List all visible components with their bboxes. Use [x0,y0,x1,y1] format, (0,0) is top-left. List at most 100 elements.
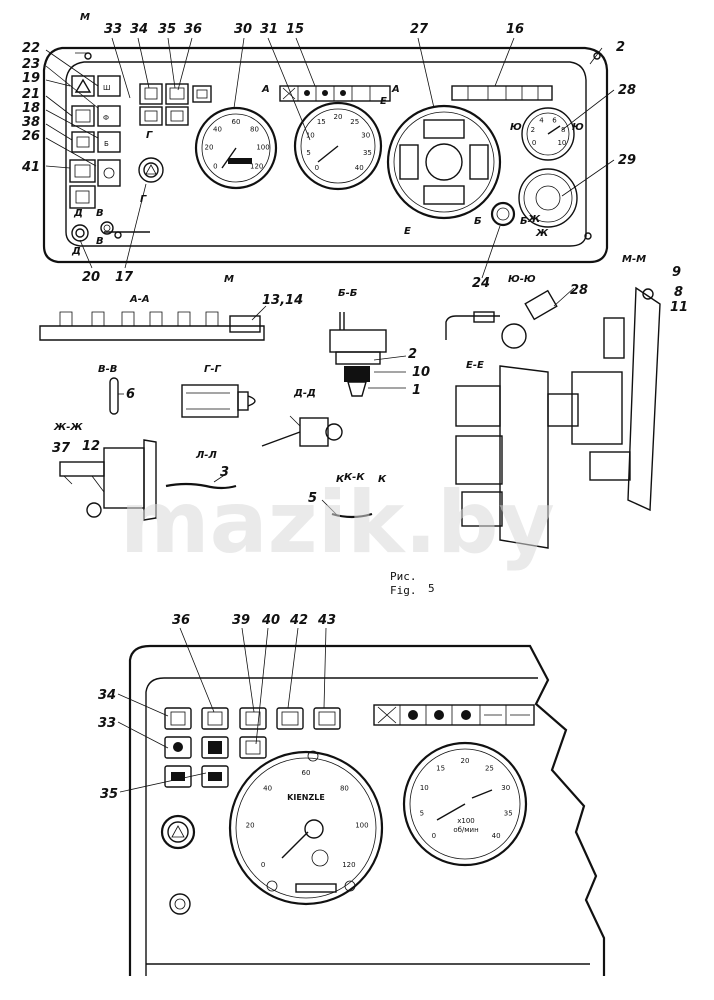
upper-leader-lines [45,37,615,279]
lower-lamp-strip [373,704,535,726]
upper-tachometer-tick-label: 25 [350,118,359,126]
section-letter: А [391,84,400,95]
callout-label: 24 [472,276,490,291]
callout-label: 10 [412,365,430,380]
callout-label: 23 [22,57,40,72]
upper-speedometer [194,106,278,190]
section-title: Ю-Ю [508,274,536,285]
tachometer-tick-label: 30 [501,784,510,792]
upper-tachometer-tick-label: 0 [315,164,319,172]
upper-tachometer-tick-label: 15 [317,118,326,126]
speedometer-tick-label: 100 [355,822,368,830]
section-zh-zh-lamp [59,439,157,521]
section-title: В-В [98,364,117,375]
section-l-l-strap [165,473,237,490]
figure-caption-en: Fig. [390,584,417,597]
small-gauge-tick-label: 0 [532,139,536,147]
section-v-v-clip [109,377,124,415]
callout-label: 13,14 [262,293,303,308]
section-letter: Д [71,246,81,257]
svg-text:Б: Б [104,140,109,148]
callout-label: 40 [261,613,280,628]
section-letter: Г [146,130,153,141]
svg-text:Ш: Ш [103,84,111,92]
speedometer-tick-label: 20 [246,822,255,830]
section-title: Д-Д [293,388,316,399]
callout-label: 36 [172,613,190,628]
section-letter: Ю [572,122,584,133]
upper-button-group [139,83,212,126]
small-gauge-tick-label: 4 [539,116,544,124]
section-title: М-М [622,254,646,265]
callout-label: 12 [82,439,100,454]
warning-lamp-strip-right [451,85,553,101]
lower-button-grid [164,707,341,788]
callout-label: 34 [98,688,116,703]
speedometer-brand: KIENZLE [287,793,325,802]
callout-label: 43 [317,613,336,628]
figure-number: 5 [428,582,435,595]
section-b-b-switch [329,312,407,397]
callout-label: 16 [506,22,524,37]
section-letter: К [378,474,387,485]
svg-text:Ф: Ф [103,114,109,122]
callout-label: 15 [286,22,304,37]
callout-label: 17 [115,270,134,285]
upper-speedometer-tick-label: 20 [205,143,214,151]
lower-tachometer [402,741,528,867]
section-letter: Г [140,194,147,205]
small-gauge-tick-label: 10 [557,139,566,147]
section-k-k-strap [321,499,373,519]
section-letter: А [261,84,270,95]
tachometer-tick-label: 35 [504,810,513,818]
section-letter: М [80,12,90,23]
callout-label: 28 [570,283,588,298]
ignition-switch [138,157,164,183]
tachometer-tick-label: 15 [436,764,445,772]
upper-tachometer-tick-label: 40 [355,164,364,172]
upper-tachometer-tick-label: 30 [361,132,370,140]
section-title: К-К [344,472,365,483]
section-letter: Ж [527,214,541,225]
section-letter: Е [404,226,411,237]
section-letter: Е [380,96,387,107]
section-letter: Ж [535,228,549,239]
callout-label: 38 [22,115,40,130]
section-letter: Б [474,216,482,227]
round-lamp-24 [490,201,516,227]
upper-combination-gauge [386,104,502,220]
callout-label: 39 [232,613,250,628]
lower-speedometer [228,750,384,906]
warning-lamp-strip-left [279,85,391,102]
callout-label: 35 [100,787,118,802]
section-e-e-gauge-side [455,365,549,549]
section-g-g-switch [181,384,256,418]
callout-label: 36 [184,22,202,37]
section-title: Г-Г [204,364,222,375]
tachometer-unit-top: x100 [457,817,475,825]
section-yu-yu-cable [445,287,575,349]
section-title: Б-Б [338,288,358,299]
callout-label: 2 [408,347,417,362]
callout-label: 35 [158,22,176,37]
callout-label: 21 [22,87,40,102]
callout-label: 1 [412,383,421,398]
callout-label: 6 [126,387,135,402]
upper-small-gauge-29 [518,168,578,228]
section-title: Е-Е [466,360,484,371]
small-gauge-tick-label: 2 [531,126,535,134]
callout-label: 20 [82,270,100,285]
section-letter: К [336,474,345,485]
upper-small-gauge-28 [521,107,575,161]
figure-caption-ru: Рис. [390,570,417,583]
callout-label: 34 [130,22,148,37]
small-gauge-tick-label: 6 [552,116,557,124]
lower-panel [128,644,606,976]
tachometer-tick-label: 0 [432,832,436,840]
callout-label: 41 [21,160,40,175]
callout-label: 33 [98,716,116,731]
